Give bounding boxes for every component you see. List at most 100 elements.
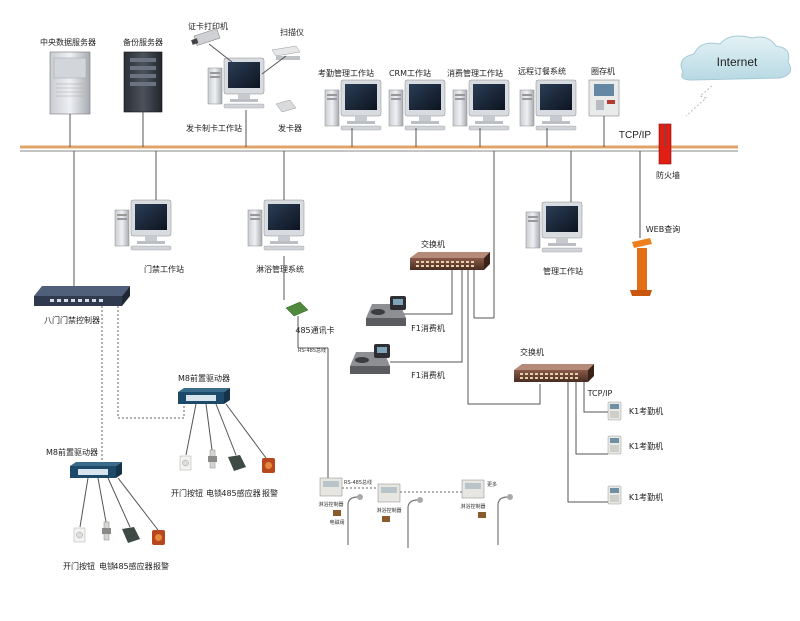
pos-terminal-icon — [366, 296, 406, 326]
consumption-station-label: 消费管理工作站 — [447, 68, 503, 78]
peripheral-label: 电锁 — [206, 488, 222, 498]
attendance-machine-icon — [607, 485, 622, 505]
m8-driver-2-label: M8前置驱动器 — [46, 447, 98, 457]
storage-machine: 圈存机 — [588, 66, 620, 117]
firewall: TCP/IP 防火墙 — [619, 123, 680, 180]
rs485-bus-label: RS-485总线 — [298, 347, 326, 354]
f1-pos-2-label: F1消费机 — [411, 370, 445, 380]
electric-lock-icon — [101, 521, 112, 541]
controller-label: 八门门禁控制器 — [44, 315, 100, 325]
k1-label: K1考勤机 — [629, 492, 663, 502]
m8-driver-1-label: M8前置驱动器 — [178, 373, 230, 383]
controller-links — [101, 306, 185, 462]
central-server-label: 中央数据服务器 — [40, 37, 96, 47]
management-station-label: 管理工作站 — [543, 266, 583, 276]
backup-server: 备份服务器 — [123, 37, 163, 113]
web-query-label: WEB查询 — [646, 224, 680, 234]
workstation-icon — [324, 79, 382, 131]
switch-icon — [514, 364, 594, 382]
bath-controller-label: 淋浴控制器 — [318, 501, 343, 508]
door-button-icon — [179, 455, 192, 471]
valve-label: 电磁阀 — [329, 519, 344, 526]
valve-icon — [382, 516, 390, 522]
k1-label: K1考勤机 — [629, 441, 663, 451]
scanner: 扫描仪 — [271, 27, 304, 60]
peripheral-label: 报警 — [262, 488, 278, 498]
shower-icon — [407, 496, 424, 549]
backbone-bus — [20, 145, 738, 152]
peripheral-label: 485感应器 — [113, 561, 152, 571]
workstation-icon — [247, 199, 305, 251]
electric-lock-icon — [207, 449, 218, 469]
alarm-icon — [262, 458, 275, 473]
peripheral-label: 开门按钮 — [63, 561, 95, 571]
bath-controller-icon — [319, 477, 343, 497]
top-connections — [69, 43, 666, 147]
kiosk-icon — [588, 79, 620, 117]
f1-pos-1-label: F1消费机 — [411, 323, 445, 333]
m8-driver-1: M8前置驱动器 开门按钮 电锁 485感应器 报警 — [171, 373, 278, 498]
workstation-icon — [525, 201, 583, 253]
k1-attendance-3: K1考勤机 — [607, 485, 663, 505]
web-query-kiosk: WEB查询 — [630, 224, 680, 296]
shower-icon — [347, 493, 364, 546]
card-issuer-label: 发卡器 — [278, 123, 302, 133]
internet-label: Internet — [717, 55, 758, 69]
pos-terminal-icon — [350, 344, 390, 374]
crm-station-label: CRM工作站 — [389, 68, 431, 78]
comm-card-label: 485通讯卡 — [295, 325, 334, 335]
valve-icon — [333, 510, 341, 516]
crm-station: CRM工作站 — [388, 68, 446, 131]
card-printer-label: 证卡打印机 — [188, 21, 228, 31]
bath-bus-wires — [297, 316, 329, 478]
bath-controller-icon — [377, 483, 401, 503]
door-button-icon — [73, 527, 86, 543]
consumption-station: 消费管理工作站 — [447, 68, 510, 131]
peripheral-label: 485感应器 — [221, 488, 260, 498]
central-server: 中央数据服务器 — [40, 37, 96, 115]
attendance-machine-icon — [607, 435, 622, 455]
mid-connections — [73, 151, 641, 319]
switch-1-links — [390, 270, 541, 405]
k1-attendance-1: K1考勤机 — [607, 401, 663, 421]
attendance-station: 考勤管理工作站 — [318, 68, 382, 131]
bath-management-system: 淋浴管理系统 — [247, 199, 305, 274]
bath-system-label: 淋浴管理系统 — [256, 264, 304, 274]
valve-icon — [478, 512, 486, 518]
attendance-machine-icon — [607, 401, 622, 421]
management-station: 管理工作站 — [525, 201, 583, 276]
attendance-station-label: 考勤管理工作站 — [318, 68, 374, 78]
card-issuing-station: 发卡制卡工作站 发卡器 — [186, 57, 302, 133]
switch-icon — [410, 252, 490, 270]
reader-icon — [122, 527, 140, 543]
backup-server-label: 备份服务器 — [123, 37, 163, 47]
eight-door-controller: 八门门禁控制器 — [34, 286, 130, 325]
switch-1: 交换机 — [410, 239, 490, 270]
bus-end-label: 更多 — [487, 481, 497, 488]
bath-controller-icon — [461, 479, 485, 499]
workstation-icon — [452, 79, 510, 131]
switch-2: 交换机 TCP/IP — [514, 347, 613, 398]
firewall-tcpip-label: TCP/IP — [619, 130, 652, 141]
k1-attendance-2: K1考勤机 — [607, 435, 663, 455]
reader-icon — [228, 455, 246, 471]
switch-2-tcpip-label: TCP/IP — [587, 389, 613, 398]
firewall-label: 防火墙 — [656, 170, 680, 180]
access-control-station: 门禁工作站 — [114, 199, 184, 274]
scanner-icon — [271, 45, 301, 60]
bath-controller-label: 淋浴控制器 — [376, 507, 401, 514]
switch-2-links — [567, 382, 608, 503]
internet-cloud: Internet — [680, 35, 792, 117]
printer-icon — [191, 28, 221, 46]
comm-card-icon — [285, 301, 309, 317]
m8-driver-2: M8前置驱动器 开门按钮 电锁 485感应器 报警 — [46, 447, 169, 571]
controller-icon — [34, 286, 130, 306]
bath-controller-label: 淋浴控制器 — [460, 503, 485, 510]
access-station-label: 门禁工作站 — [144, 264, 184, 274]
bath-bus: RS-485总线 更多 淋浴控制器 电磁阀 淋浴控制器 淋浴控制器 — [318, 477, 514, 549]
rs485-bus-label: RS-485总线 — [344, 479, 372, 486]
alarm-icon — [152, 530, 165, 545]
f1-pos-1: F1消费机 — [366, 296, 445, 333]
peripheral-label: 开门按钮 — [171, 488, 203, 498]
